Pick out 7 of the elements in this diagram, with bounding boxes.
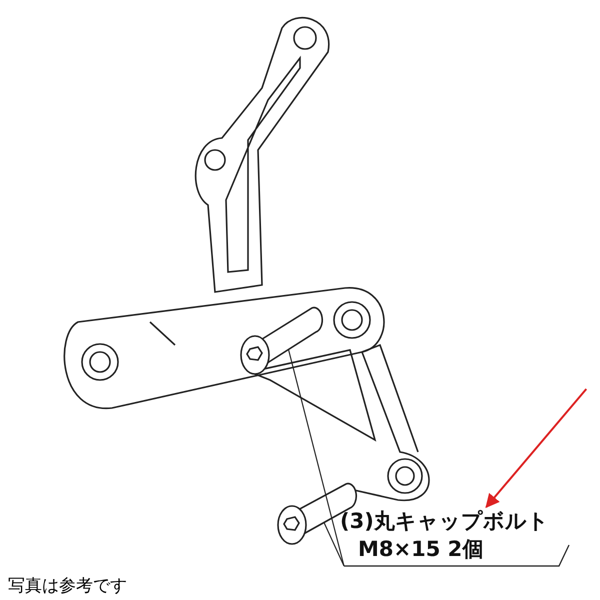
leader-line [324, 522, 344, 566]
note-text: 写真は参考です [8, 575, 127, 597]
part-label: (3)丸キャップボルト [340, 508, 549, 535]
arrow [485, 388, 588, 508]
leader-line [288, 349, 345, 566]
bolt-drawing [240, 306, 324, 375]
part-label: M8×15 2個 [357, 536, 484, 563]
